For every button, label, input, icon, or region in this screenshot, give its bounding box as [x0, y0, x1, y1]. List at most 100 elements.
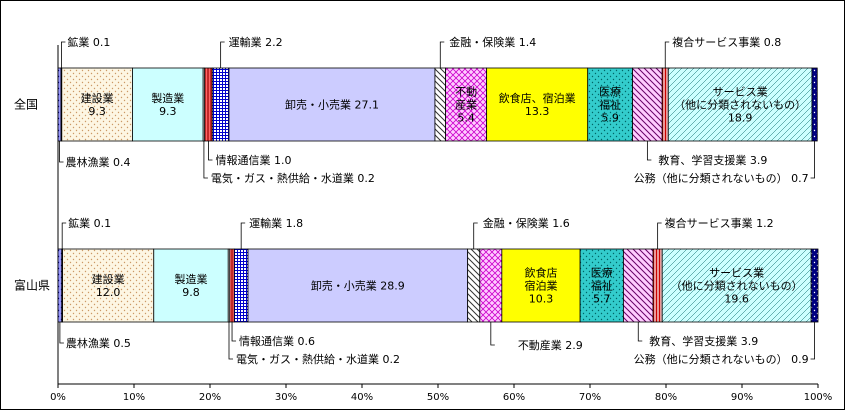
- category-label: 富山県: [14, 278, 50, 293]
- bar-segment-wholesale: [228, 67, 436, 142]
- bar-segment-education: [623, 248, 654, 323]
- leader-line-infocomm: [208, 141, 213, 161]
- callout-label-finance: 金融・保険業 1.6: [483, 216, 570, 230]
- bar-segment-education: [632, 67, 663, 142]
- x-tick-label: 20%: [199, 392, 221, 403]
- leader-line-compound: [657, 222, 662, 249]
- x-tick-label: 70%: [579, 392, 601, 403]
- data-label-realestate: 不動: [455, 85, 477, 99]
- leader-line-mining: [61, 222, 67, 249]
- data-label-services: 19.6: [724, 293, 749, 306]
- callout-label-realestate: 不動産業 2.9: [518, 338, 583, 352]
- bar-segment-construction: [62, 248, 155, 323]
- bar-segment-transport: [211, 67, 230, 142]
- leader-line-agri: [59, 141, 64, 163]
- data-label-services: サービス業: [713, 86, 768, 99]
- bar-segment-compound: [652, 248, 663, 323]
- data-label-construction: 建設業: [92, 272, 125, 286]
- bar-segment-agri: [57, 67, 62, 142]
- callout-label-education: 教育、学習支援業 3.9: [649, 334, 758, 348]
- x-tick-label: 90%: [731, 392, 753, 403]
- bar-segment-services: [667, 67, 813, 142]
- bar-segment-finance: [434, 67, 446, 142]
- bar-segment-public: [810, 248, 819, 323]
- leader-line-infocomm: [231, 322, 237, 342]
- leader-line-compound: [664, 41, 670, 68]
- callout-label-compound: 複合サービス事業 0.8: [672, 35, 781, 49]
- bar-segment-public: [811, 67, 818, 142]
- data-label-wholesale: 卸売・小売業 28.9: [311, 279, 405, 293]
- bar-segment-realestate: [445, 67, 488, 142]
- data-label-medical: 医療: [599, 85, 621, 99]
- data-label-services: （他に分類されないもの）: [674, 99, 806, 112]
- data-label-construction: 建設業: [81, 91, 114, 105]
- data-label-manufacturing: 製造業: [175, 272, 208, 286]
- leader-line-transport: [240, 222, 246, 249]
- bar-segment-manufacturing: [132, 67, 204, 142]
- bar-segment-transport: [233, 248, 249, 323]
- callout-label-agri: 農林漁業 0.5: [66, 336, 131, 350]
- callout-label-mining: 鉱業 0.1: [67, 35, 110, 49]
- bar-segment-medical: [587, 67, 633, 142]
- callout-label-mining: 鉱業 0.1: [68, 216, 111, 230]
- callout-label-compound: 複合サービス事業 1.2: [665, 216, 774, 230]
- leader-line-transport: [220, 41, 225, 68]
- bar-segment-infocomm: [204, 67, 213, 142]
- callout-label-education: 教育、学習支援業 3.9: [658, 153, 767, 167]
- x-tick-label: 60%: [503, 392, 525, 403]
- bar-segment-agri: [57, 248, 63, 323]
- callout-label-infocomm: 情報通信業 1.0: [215, 154, 291, 167]
- leader-line-finance: [439, 41, 445, 68]
- bar-segment-infocomm: [229, 248, 235, 323]
- data-label-medical: 5.9: [601, 112, 619, 125]
- data-label-medical: 福祉: [591, 279, 613, 293]
- callout-label-public: 公務（他に分類されないもの） 0.9: [634, 352, 809, 366]
- data-label-medical: 福祉: [599, 98, 621, 112]
- leader-line-public: [810, 322, 815, 360]
- leader-line-finance: [473, 222, 478, 249]
- bar-segment-finance: [467, 248, 481, 323]
- x-tick-label: 10%: [123, 392, 145, 403]
- callout-label-finance: 金融・保険業 1.4: [449, 35, 536, 49]
- leader-line-utilities: [203, 141, 208, 179]
- callout-label-utilities: 電気・ガス・熱供給・水道業 0.2: [236, 352, 400, 366]
- data-label-services: （他に分類されないもの）: [671, 280, 803, 293]
- data-label-wholesale: 卸売・小売業 27.1: [285, 98, 379, 112]
- data-label-construction: 9.3: [88, 105, 106, 118]
- x-tick-label: 40%: [351, 392, 373, 403]
- leader-line-utilities: [228, 322, 233, 360]
- data-label-food: 飲食店: [524, 266, 557, 280]
- x-tick-label: 30%: [275, 392, 297, 403]
- data-label-food: 13.3: [525, 105, 550, 118]
- bar-segment-compound: [661, 67, 669, 142]
- x-tick-label: 0%: [50, 392, 66, 403]
- bar-segment-realestate: [479, 248, 503, 323]
- leader-line-agri: [59, 322, 64, 344]
- data-label-realestate: 5.4: [457, 112, 475, 125]
- data-label-realestate: 産業: [455, 99, 477, 112]
- x-tick-label: 50%: [427, 392, 449, 403]
- data-label-manufacturing: 9.8: [182, 286, 200, 299]
- x-tick-label: 100%: [804, 392, 833, 403]
- bar-segment-food: [501, 248, 581, 323]
- data-label-food: 飲食店、宿泊業: [499, 91, 576, 105]
- callout-label-utilities: 電気・ガス・熱供給・水道業 0.2: [211, 171, 375, 185]
- bar-segment-food: [486, 67, 589, 142]
- data-label-manufacturing: 9.3: [159, 105, 177, 118]
- data-label-manufacturing: 製造業: [151, 91, 184, 105]
- bar-segment-manufacturing: [153, 248, 229, 323]
- callout-label-infocomm: 情報通信業 0.6: [239, 335, 315, 348]
- data-label-medical: 5.7: [593, 293, 611, 306]
- data-label-medical: 医療: [591, 266, 613, 280]
- leader-line-education: [637, 322, 643, 342]
- callout-label-transport: 運輸業 1.8: [249, 216, 303, 230]
- leader-line-education: [646, 141, 652, 161]
- data-label-food: 宿泊業: [524, 279, 557, 293]
- x-tick-label: 80%: [655, 392, 677, 403]
- bar-segment-wholesale: [247, 248, 469, 323]
- data-label-services: 18.9: [728, 112, 753, 125]
- category-label: 全国: [14, 97, 38, 112]
- leader-line-realestate: [490, 322, 495, 346]
- leader-line-mining: [61, 41, 66, 68]
- bar-segment-services: [661, 248, 812, 323]
